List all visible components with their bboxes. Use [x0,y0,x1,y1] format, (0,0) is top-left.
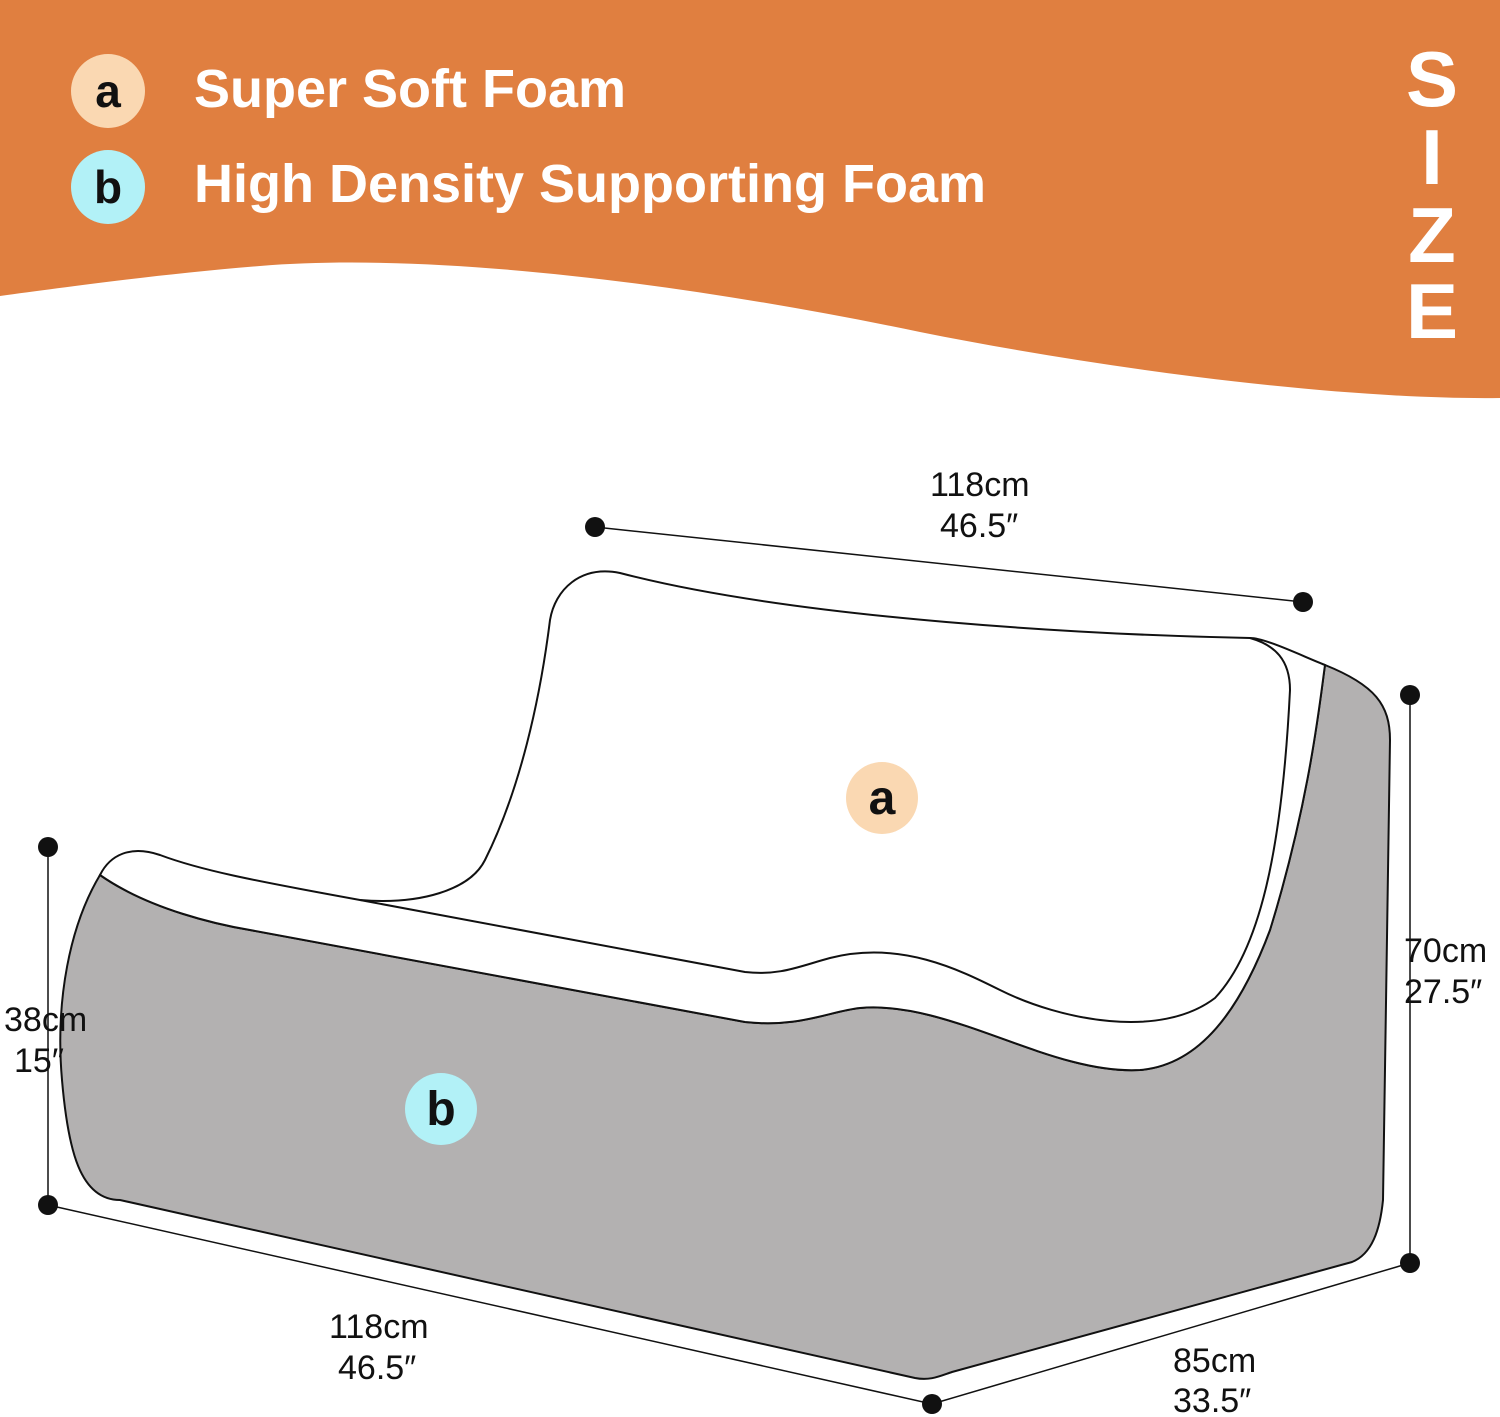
depth-cm: 85cm [1173,1342,1257,1380]
front-width-cm: 118cm [329,1308,429,1346]
soft-foam-cushion [98,570,1327,1072]
size-title-letter: Z [1408,191,1456,279]
top-width-in: 46.5″ [940,507,1019,545]
dimension-lines [47,526,1411,1405]
legend-label-soft-foam: Super Soft Foam [194,59,627,119]
size-title-letter: E [1405,267,1459,355]
seat-height-in: 15″ [14,1042,64,1080]
dimension-dots [38,517,1420,1414]
part-label-b: b [405,1073,477,1145]
front-width-in: 46.5″ [338,1349,417,1387]
part-label-a: a [846,762,918,834]
top-width-cm: 118cm [930,466,1030,504]
size-title-letter: I [1421,113,1443,201]
legend-label-support-foam: High Density Supporting Foam [194,154,986,214]
height-cm: 70cm [1404,932,1488,970]
size-title-letter: S [1405,35,1459,123]
depth-in: 33.5″ [1173,1382,1252,1417]
height-in: 27.5″ [1404,973,1483,1011]
seat-height-cm: 38cm [4,1001,88,1039]
legend-badge-a: a [71,54,145,128]
orange-banner [0,0,1500,399]
cushion-inner-line [359,637,1292,1023]
legend-badge-b: b [71,150,145,224]
